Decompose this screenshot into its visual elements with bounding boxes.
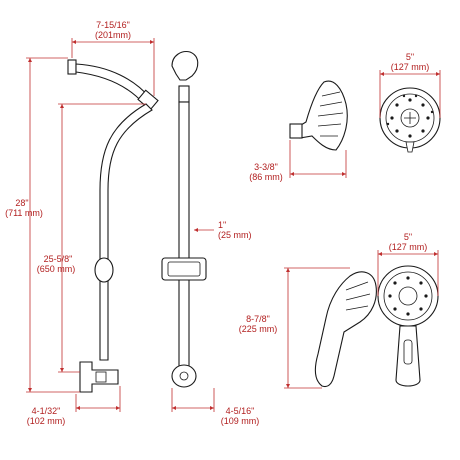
showerhead-connector	[289, 123, 303, 139]
handshower-nozzles	[388, 276, 428, 316]
slide-bar-front-view	[161, 51, 207, 388]
showerhead-ribs	[317, 91, 344, 137]
label-bar-height-imperial: 25-5/8"	[44, 254, 73, 264]
label-showerhead-diameter-metric: (127 mm)	[391, 62, 430, 72]
showerhead-nozzles	[386, 94, 434, 138]
handshower-ribs	[345, 281, 371, 311]
label-total-height-metric: (711 mm)	[5, 208, 43, 218]
slider-knob	[94, 257, 114, 283]
top-connector-front	[178, 85, 190, 103]
label-handshower-length-imperial: 8-7/8"	[246, 314, 270, 324]
slider-face	[167, 261, 201, 277]
outlet-fitting	[95, 371, 107, 383]
label-handshower-length-metric: (225 mm)	[239, 324, 278, 334]
label-base-right-imperial: 4-5/16"	[226, 406, 255, 416]
label-bar-height-metric: (650 mm)	[37, 264, 76, 274]
wall-mount-top	[67, 59, 77, 75]
label-base-left-imperial: 4-1/32"	[32, 406, 61, 416]
handshower-side-view	[314, 271, 377, 388]
label-bar-offset-imperial: 1"	[218, 220, 226, 230]
label-bar-offset-metric: (25 mm)	[218, 230, 252, 240]
label-handshower-diameter-imperial: 5"	[404, 232, 412, 242]
showerhead-lever	[405, 141, 415, 153]
top-mount-front	[171, 51, 199, 81]
slide-bar-side-view	[67, 59, 159, 393]
showerhead-center-mark	[404, 112, 416, 124]
label-handshower-diameter-metric: (127 mm)	[389, 242, 428, 252]
handshower-grip	[403, 339, 413, 365]
vertical-bar	[178, 101, 190, 373]
label-arm-width-imperial: 7-15/16"	[96, 20, 130, 30]
showerhead-front-view	[379, 87, 441, 153]
curved-slide-bar	[99, 103, 153, 361]
label-showerhead-depth-metric: (86 mm)	[249, 172, 283, 182]
label-showerhead-depth-imperial: 3-3/8"	[254, 162, 278, 172]
label-base-right-metric: (109 mm)	[221, 416, 260, 426]
handshower-center	[398, 286, 418, 306]
handshower-body-side	[314, 271, 377, 388]
label-base-left-metric: (102 mm)	[27, 416, 66, 426]
bottom-mount-hub	[179, 371, 189, 381]
label-arm-width-metric: (201mm)	[95, 30, 131, 40]
label-total-height-imperial: 28"	[15, 198, 28, 208]
showerhead-side-view	[289, 80, 348, 151]
label-showerhead-diameter-imperial: 5"	[406, 52, 414, 62]
handshower-front-view	[377, 265, 439, 387]
